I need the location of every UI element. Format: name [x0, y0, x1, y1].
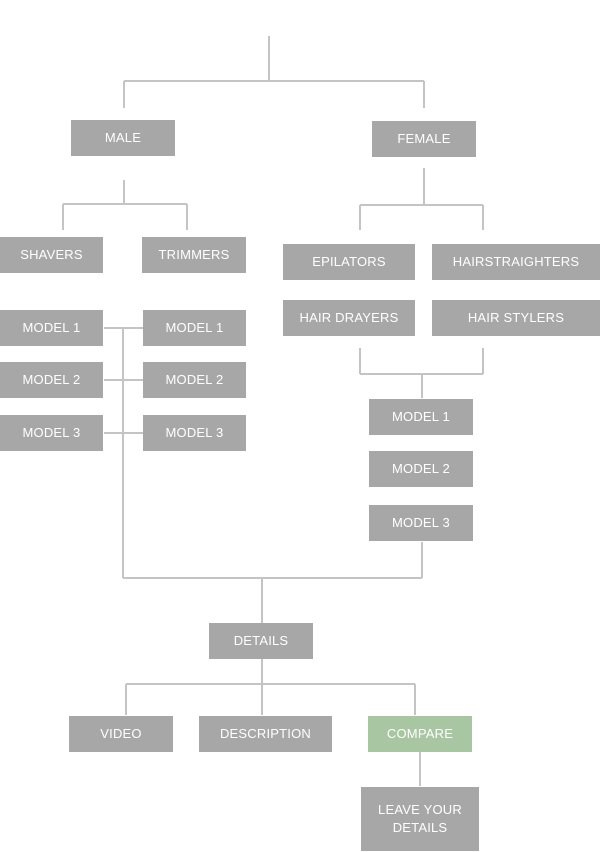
- node-female-model-1[interactable]: MODEL 1: [369, 399, 473, 435]
- node-female[interactable]: FEMALE: [372, 121, 476, 157]
- node-compare[interactable]: COMPARE: [368, 716, 472, 752]
- node-male[interactable]: MALE: [71, 120, 175, 156]
- node-shavers-model-1[interactable]: MODEL 1: [0, 310, 103, 346]
- node-video[interactable]: VIDEO: [69, 716, 173, 752]
- node-leave-your-details[interactable]: LEAVE YOUR DETAILS: [361, 787, 479, 851]
- node-trimmers-model-1[interactable]: MODEL 1: [143, 310, 246, 346]
- node-female-model-3[interactable]: MODEL 3: [369, 505, 473, 541]
- node-female-model-2[interactable]: MODEL 2: [369, 451, 473, 487]
- node-hair-drayers[interactable]: HAIR DRAYERS: [283, 300, 415, 336]
- node-epilators[interactable]: EPILATORS: [283, 244, 415, 280]
- node-trimmers-model-3[interactable]: MODEL 3: [143, 415, 246, 451]
- node-shavers-model-3[interactable]: MODEL 3: [0, 415, 103, 451]
- node-hair-stylers[interactable]: HAIR STYLERS: [432, 300, 600, 336]
- node-shavers[interactable]: SHAVERS: [0, 237, 103, 273]
- node-trimmers[interactable]: TRIMMERS: [142, 237, 246, 273]
- node-hairstraighters[interactable]: HAIRSTRAIGHTERS: [432, 244, 600, 280]
- node-shavers-model-2[interactable]: MODEL 2: [0, 362, 103, 398]
- node-description[interactable]: DESCRIPTION: [199, 716, 332, 752]
- node-details[interactable]: DETAILS: [209, 623, 313, 659]
- node-trimmers-model-2[interactable]: MODEL 2: [143, 362, 246, 398]
